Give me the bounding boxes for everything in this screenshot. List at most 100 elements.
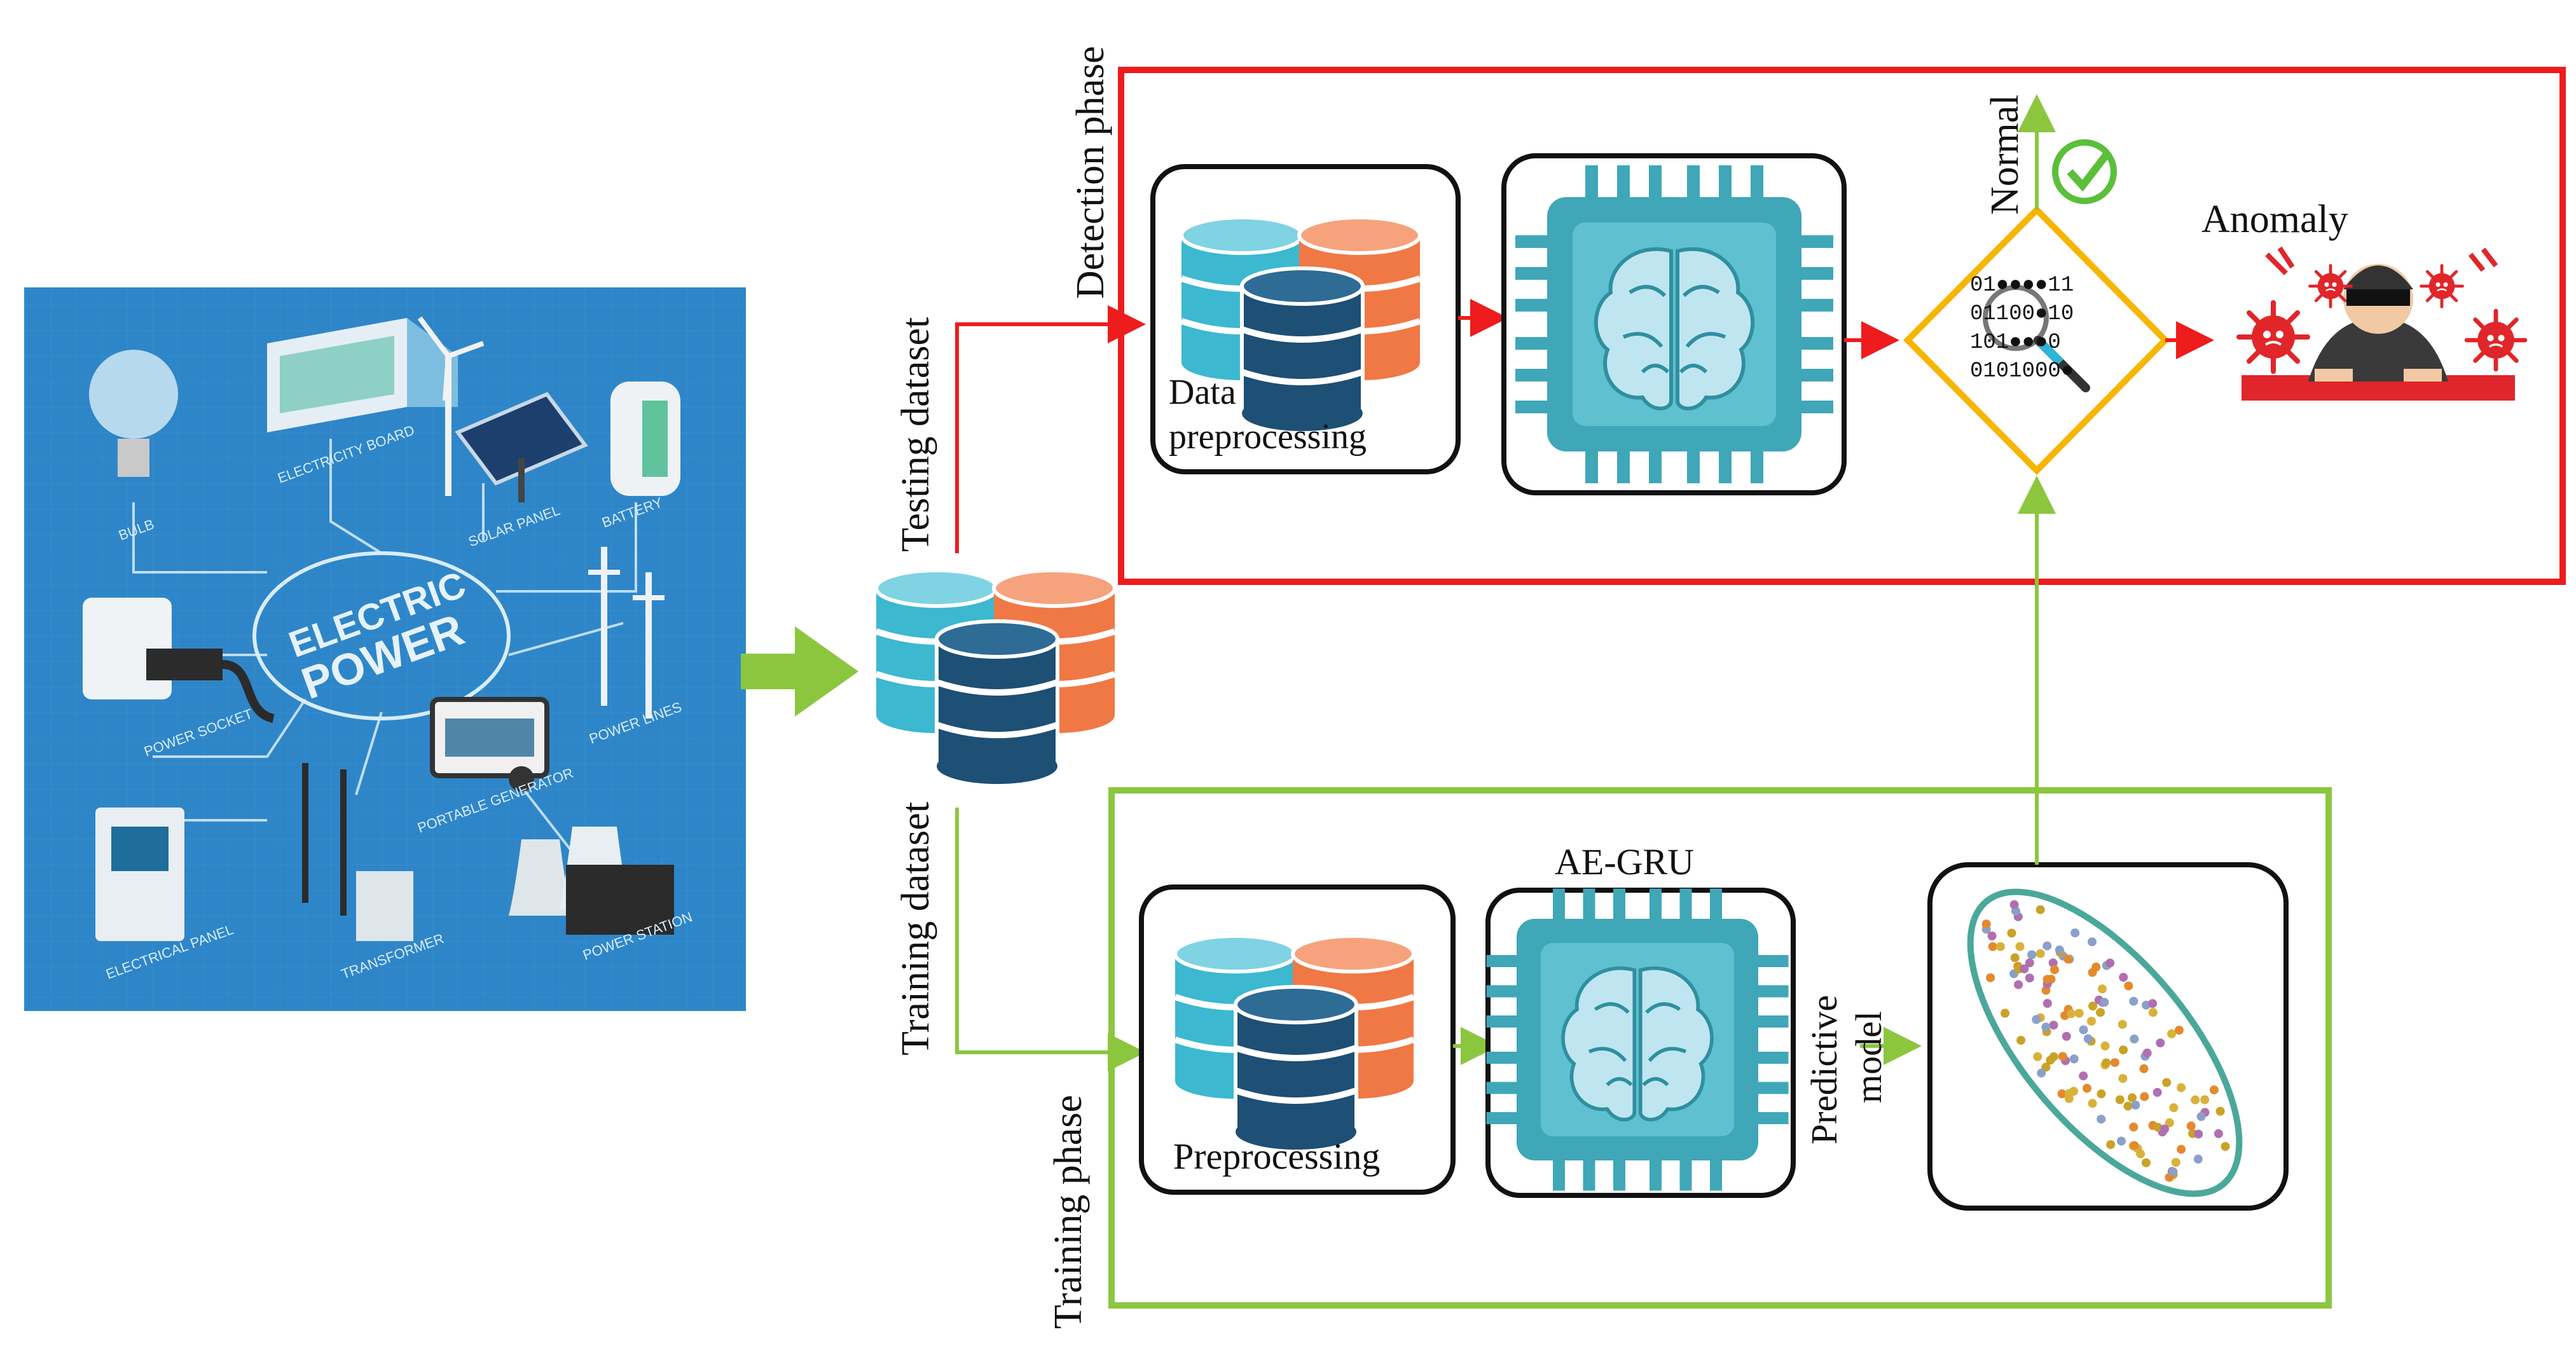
- scatter-point: [2102, 1058, 2111, 1068]
- scatter-point: [1987, 932, 1997, 940]
- scatter-point: [2016, 1036, 2026, 1045]
- scatter-point: [2041, 1022, 2051, 1032]
- scatter-point: [2062, 1031, 2071, 1041]
- testing-flow-arrow: [955, 305, 1146, 553]
- scatter-point: [2069, 1087, 2079, 1096]
- binary-magnifier-icon: [1983, 285, 2090, 392]
- scatter-point: [1988, 942, 1997, 951]
- alert-marks: [2265, 246, 2498, 275]
- scatter-point: [2118, 1020, 2127, 1029]
- scatter-point: [2014, 980, 2023, 989]
- scatter-point: [2057, 1089, 2067, 1099]
- scatter-point: [2148, 1008, 2158, 1017]
- scatter-point: [2025, 958, 2034, 968]
- scatter-point: [1986, 973, 1995, 982]
- scatter-point: [2169, 1103, 2179, 1113]
- scatter-point: [2119, 973, 2128, 982]
- scatter-point: [2167, 1029, 2177, 1038]
- scatter-point: [2035, 949, 2045, 958]
- scatter-point: [2177, 1145, 2186, 1154]
- scatter-point: [2010, 953, 2020, 963]
- scatter-ellipse-icon: [1967, 888, 2243, 1197]
- scatter-point: [2171, 1158, 2180, 1167]
- scatter-point: [2007, 928, 2016, 938]
- virus-icon-3: [2421, 266, 2463, 307]
- scatter-point: [2058, 1052, 2067, 1061]
- scatter-point: [2142, 1158, 2151, 1167]
- scatter-point: [2070, 928, 2080, 938]
- scatter-point: [2069, 1054, 2079, 1064]
- data-preprocessing-label-line2: preprocessing: [1169, 417, 1367, 457]
- scatter-point: [2168, 1167, 2178, 1176]
- scatter-point: [2015, 942, 2025, 951]
- scatter-point: [2048, 958, 2058, 968]
- predictive-model-label-line2: model: [1848, 1011, 1889, 1103]
- scatter-point: [2100, 1042, 2110, 1050]
- scatter-point: [2067, 1009, 2076, 1019]
- scatter-point: [2123, 1101, 2133, 1111]
- scatter-point: [2100, 998, 2109, 1007]
- hacker-icon: [2242, 264, 2515, 401]
- scatter-point: [2148, 999, 2158, 1008]
- scatter-point: [2131, 1101, 2140, 1110]
- scatter-point: [2153, 1122, 2163, 1132]
- scatter-point: [2214, 1129, 2223, 1138]
- ae-gru-neural-chip-icon: [1487, 889, 1789, 1191]
- virus-icon-1: [2239, 303, 2308, 371]
- scatter-point: [2088, 1001, 2098, 1011]
- training-phase-label: Training phase: [1047, 1095, 1090, 1329]
- scatter-point: [2098, 984, 2107, 994]
- scatter-point: [2027, 950, 2037, 959]
- scatter-point: [2110, 1058, 2119, 1068]
- scatter-point: [2046, 1056, 2055, 1065]
- virus-icon-4: [2467, 311, 2525, 369]
- binary-line-3: 101●●●0: [1970, 331, 2061, 355]
- scatter-point: [2209, 1085, 2219, 1095]
- scatter-point: [2097, 1089, 2106, 1099]
- training-dataset-label: Training dataset: [894, 802, 937, 1056]
- scatter-point: [2118, 1074, 2128, 1083]
- scatter-point: [2200, 1095, 2210, 1104]
- scatter-point: [2035, 905, 2045, 914]
- scatter-point: [2142, 1049, 2152, 1057]
- scatter-point: [2096, 1008, 2105, 1017]
- scatter-point: [2050, 965, 2059, 975]
- scatter-point: [2128, 1093, 2137, 1103]
- scatter-point: [2129, 996, 2139, 1006]
- scatter-point: [2177, 1083, 2186, 1092]
- predictive-model-label-line1: Predictive: [1803, 994, 1845, 1145]
- scatter-point: [2165, 1118, 2174, 1127]
- scatter-point: [2174, 1026, 2184, 1035]
- scatter-point: [2124, 981, 2133, 991]
- ae-gru-label: AE-GRU: [1555, 841, 1695, 883]
- scatter-point: [2139, 1064, 2149, 1073]
- binary-line-4: 0101000●: [1970, 359, 2074, 383]
- scatter-point: [2152, 1088, 2162, 1097]
- binary-line-2: 01100●10: [1970, 302, 2074, 326]
- scatter-point: [2087, 1017, 2096, 1026]
- scatter-point: [2119, 1045, 2128, 1055]
- dataset-database-icon: [876, 570, 1115, 784]
- scatter-point: [2097, 1115, 2106, 1124]
- infographic-to-dataset-arrow: [741, 626, 858, 717]
- scatter-point: [2037, 1068, 2046, 1078]
- scatter-point: [2055, 945, 2064, 954]
- scatter-point: [2088, 937, 2097, 947]
- scatter-point: [2160, 1124, 2170, 1134]
- scatter-point: [2042, 941, 2052, 951]
- scatter-point: [2049, 1021, 2058, 1030]
- scatter-point: [2129, 1122, 2139, 1132]
- normal-label: Normal: [1983, 94, 2027, 215]
- scatter-point: [2196, 1112, 2206, 1121]
- scatter-point: [1995, 942, 2005, 951]
- scatter-point: [2130, 1141, 2139, 1150]
- scatter-point: [2074, 1008, 2084, 1018]
- training-flow-arrow: [955, 808, 1146, 1071]
- data-preprocessing-label-line1: Data: [1169, 373, 1236, 412]
- scatter-point: [2088, 1099, 2097, 1108]
- detection-phase-label: Detection phase: [1069, 46, 1112, 299]
- scatter-point: [2194, 1129, 2203, 1139]
- scatter-point: [2042, 975, 2052, 984]
- preprocessing-label: Preprocessing: [1173, 1136, 1381, 1177]
- scatter-point: [2221, 1142, 2230, 1151]
